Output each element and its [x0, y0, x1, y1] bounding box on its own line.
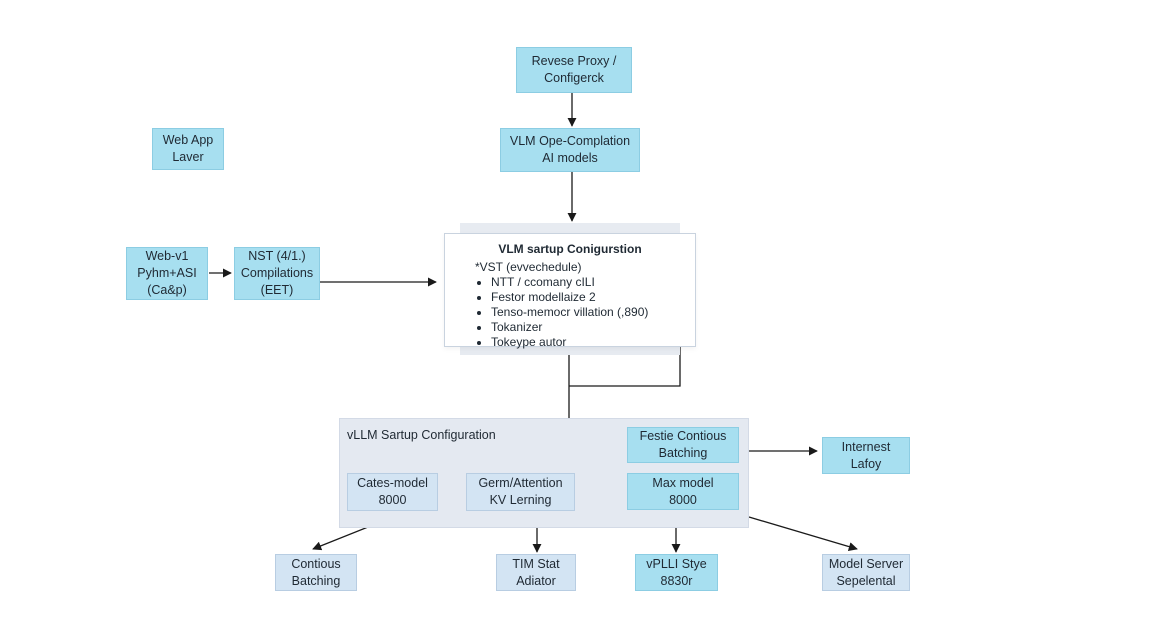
web-v1-node: Web-v1 Pyhm+ASI (Ca&p)	[126, 247, 208, 300]
model-server-node: Model Server Sepelental	[822, 554, 910, 591]
config-card-item: NTT / ccomany cILI	[491, 275, 648, 290]
nst-compilations-node: NST (4/1.) Compilations (EET)	[234, 247, 320, 300]
germ-attention-node: Germ/Attention KV Lerning	[466, 473, 575, 511]
config-card-item: Tenso-memocr villation (,890)	[491, 305, 648, 320]
reverse-proxy-node: Revese Proxy / Configerck	[516, 47, 632, 93]
config-card-item: Festor modellaize 2	[491, 290, 648, 305]
edge-card-loop	[569, 346, 681, 387]
vlm-compilation-node: VLM Ope-Complation AI models	[500, 128, 640, 172]
config-card-item: Tokanizer	[491, 320, 648, 335]
config-card-list: NTT / ccomany cILI Festor modellaize 2 T…	[475, 275, 648, 350]
startup-config-panel-label: vLLM Sartup Configuration	[347, 428, 496, 442]
internest-lafoy-node: Internest Lafoy	[822, 437, 910, 474]
config-card: VLM sartup Conigurstion *VST (evvechedul…	[444, 233, 696, 350]
max-model-node: Max model 8000	[627, 473, 739, 510]
config-card-item: Tokeype autor	[491, 335, 648, 350]
vpll-stye-node: vPLLI Stye 8830r	[635, 554, 718, 591]
tim-start-node: TIM Stat Adiator	[496, 554, 576, 591]
cates-model-node: Cates-model 8000	[347, 473, 438, 511]
web-app-layer-node: Web App Laver	[152, 128, 224, 170]
config-card-first-line: *VST (evvechedule)	[475, 260, 582, 274]
continous-batching-top-node: Festie Contious Batching	[627, 427, 739, 463]
continous-batching-bottom-node: Contious Batching	[275, 554, 357, 591]
config-card-lines: *VST (evvechedule) NTT / ccomany cILI Fe…	[475, 260, 648, 350]
edge-panel-to-model-server	[748, 516, 858, 552]
config-card-title: VLM sartup Conigurstion	[498, 242, 642, 256]
